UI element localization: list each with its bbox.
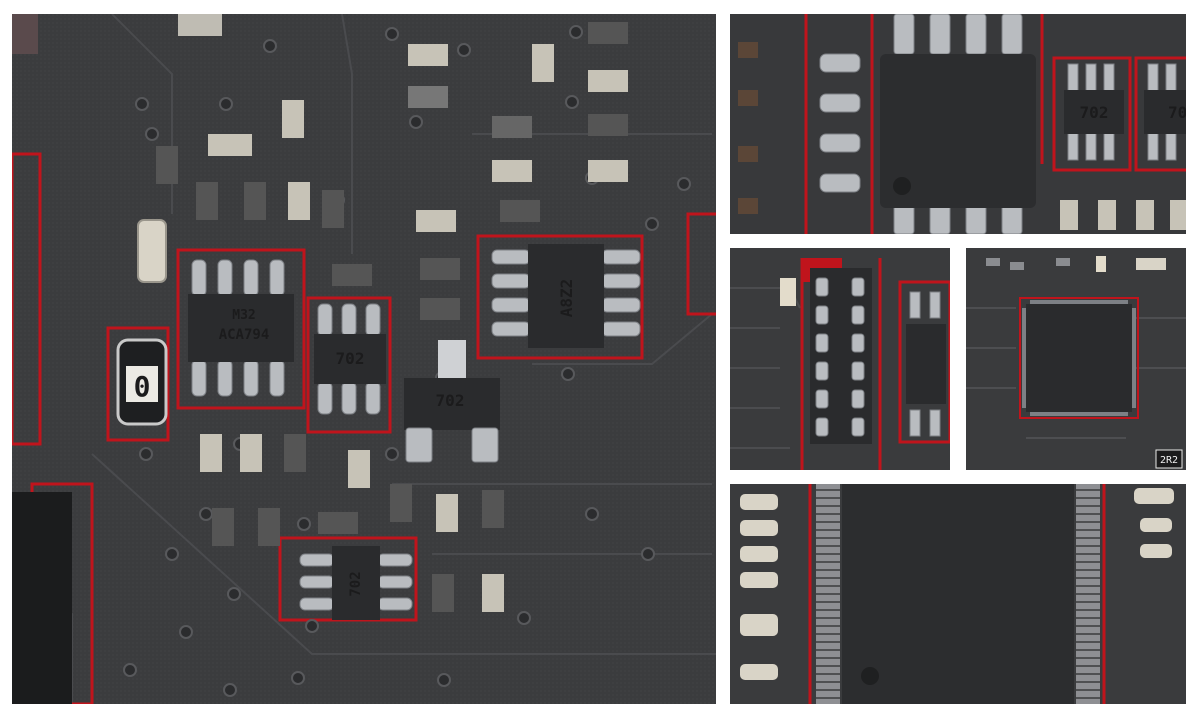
pcb-closeup-header-illustration bbox=[730, 248, 950, 470]
chip-marking: ACA794 bbox=[219, 327, 270, 343]
pcb-closeup-qfp bbox=[730, 484, 1186, 704]
chip-soic-8: M32 ACA794 bbox=[188, 259, 294, 397]
chip-marking: M32 bbox=[232, 308, 255, 323]
chip-marking: 702 bbox=[336, 349, 365, 368]
pcb-closeup-qfn-illustration: 2R2 bbox=[966, 248, 1186, 470]
inductor-label: 2R2 bbox=[1160, 455, 1178, 466]
pcb-closeup-header bbox=[730, 248, 950, 470]
chip-marking: 702 bbox=[1080, 103, 1109, 122]
chip-marking: 702 bbox=[1168, 103, 1186, 122]
pcb-closeup-qfn: 2R2 bbox=[966, 248, 1186, 470]
pcb-main-illustration: 0 M32 ACA794 702 702 bbox=[12, 14, 716, 704]
pcb-main-photo: 0 M32 ACA794 702 702 bbox=[12, 14, 716, 704]
pcb-closeup-top-illustration: 702 702 bbox=[730, 14, 1186, 234]
chip-marking: A8Z2 bbox=[557, 279, 576, 318]
pcb-closeup-top: 702 702 bbox=[730, 14, 1186, 234]
chip-sot-23: 702 bbox=[314, 303, 386, 415]
pcb-closeup-qfp-illustration bbox=[730, 484, 1186, 704]
chip-marking: 702 bbox=[348, 571, 364, 596]
chip-soic-bottom: 702 bbox=[299, 546, 413, 620]
chip-soic-8-right: A8Z2 bbox=[491, 244, 641, 348]
chip-sot-223: 702 bbox=[404, 340, 500, 463]
chip-marking: 702 bbox=[436, 391, 465, 410]
component-label: 0 bbox=[134, 370, 151, 403]
